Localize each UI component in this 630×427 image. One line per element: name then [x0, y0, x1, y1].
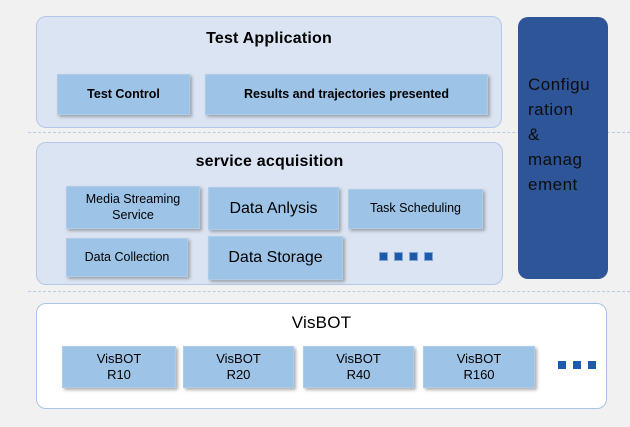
visbot-section: VisBOT VisBOT R10 VisBOT R20 VisBOT R40 …: [36, 303, 607, 409]
dot-icon: [380, 253, 387, 260]
dot-icon: [573, 361, 581, 369]
dot-icon: [395, 253, 402, 260]
data-analysis-block: Data Anlysis: [208, 187, 339, 230]
configuration-management-block: Configuration & management: [518, 17, 608, 279]
results-trajectories-block: Results and trajectories presented: [205, 74, 488, 115]
media-streaming-service-block: Media Streaming Service: [66, 186, 200, 229]
visbot-r160-block: VisBOT R160: [423, 346, 535, 388]
visbot-r40-block: VisBOT R40: [303, 346, 414, 388]
dot-icon: [588, 361, 596, 369]
test-control-block: Test Control: [57, 74, 190, 115]
data-storage-block: Data Storage: [208, 236, 343, 280]
test-application-section: Test Application Test Control Results an…: [36, 16, 502, 128]
service-acquisition-title: service acquisition: [195, 153, 344, 170]
dot-icon: [425, 253, 432, 260]
ellipsis-dots-icon: [558, 361, 596, 369]
task-scheduling-block: Task Scheduling: [348, 189, 483, 229]
configuration-management-label: Configuration & management: [528, 75, 591, 194]
dot-icon: [410, 253, 417, 260]
divider-dashed-line-bottom: [28, 291, 630, 292]
divider-dashed-line-top: [28, 132, 630, 133]
dot-icon: [558, 361, 566, 369]
visbot-title: VisBOT: [291, 313, 352, 332]
test-application-title: Test Application: [206, 30, 332, 47]
service-acquisition-section: service acquisition Media Streaming Serv…: [36, 142, 503, 285]
data-collection-block: Data Collection: [66, 238, 188, 277]
ellipsis-dots-icon: [380, 253, 432, 260]
visbot-r10-block: VisBOT R10: [62, 346, 176, 388]
visbot-r20-block: VisBOT R20: [183, 346, 294, 388]
